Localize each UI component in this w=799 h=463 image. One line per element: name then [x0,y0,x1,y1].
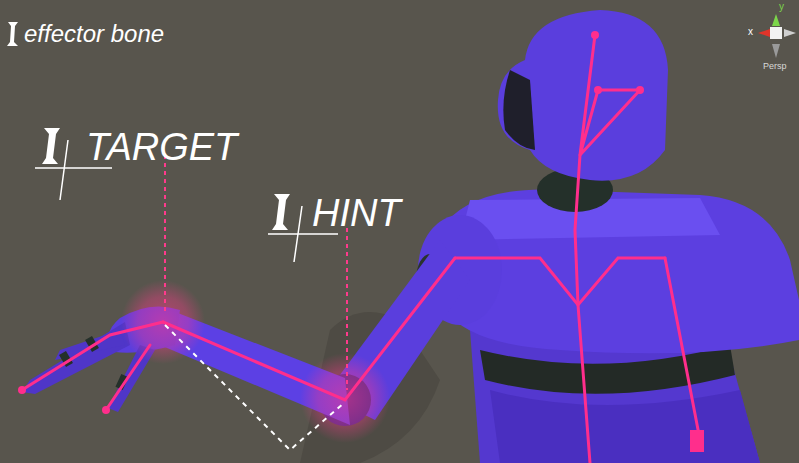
axis-label: x [748,27,753,37]
axis-label: y [779,2,784,12]
bone-icon [7,22,18,46]
bone-icon [272,194,290,230]
target-leader [164,155,166,315]
view-mode-label: Persp [763,62,787,71]
arm-bones [163,258,455,400]
bone-icon [42,128,60,164]
spine [575,155,590,463]
ik-target-label: TARGET [86,128,237,166]
finger-bones [22,322,163,410]
right-arm-bone [665,258,700,440]
clavicles [455,258,665,305]
legend-text: effector bone [24,22,164,46]
pelvis [490,390,760,463]
ik-hint-label: HINT [312,194,401,232]
face [503,70,535,150]
head-bones [580,35,640,155]
hint-leader [346,228,348,390]
view-gizmo [758,14,796,58]
head [498,10,668,181]
ik-chain-dashes [165,325,345,450]
